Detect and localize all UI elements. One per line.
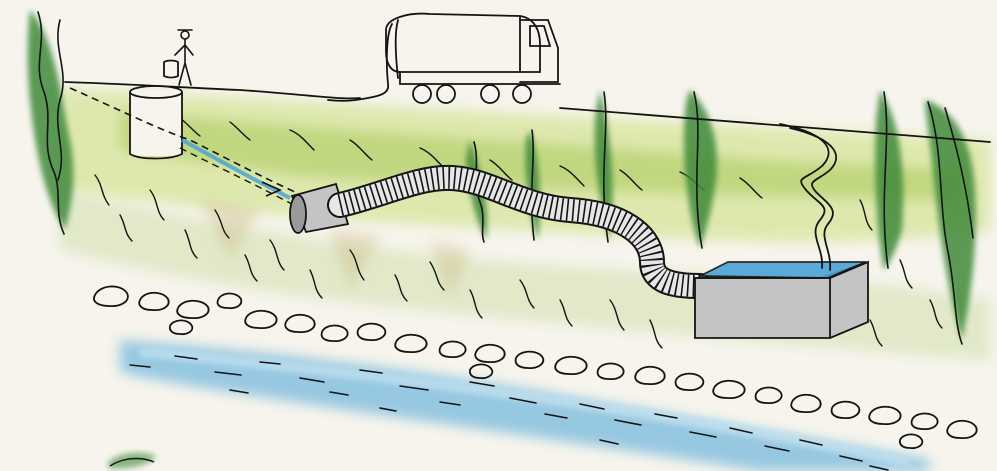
holding-tank-icon	[695, 262, 868, 338]
